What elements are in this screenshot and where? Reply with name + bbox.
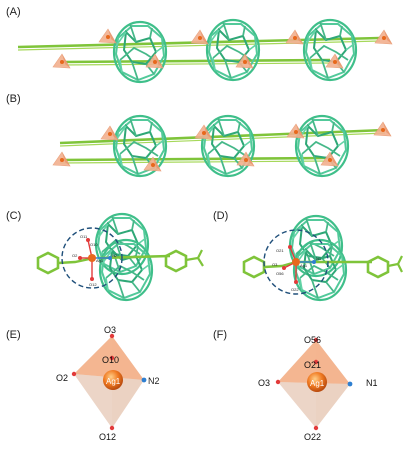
cage-cluster [205, 18, 261, 82]
atom-label-n1: N1 [366, 378, 378, 388]
panel-f-polyhedron: O56 O21 O3 N1 Ag1 O22 [258, 335, 378, 442]
atom-label-o21: O21 [276, 248, 284, 253]
panel-b-chain [52, 114, 392, 178]
atom-label-ag1: Ag1 [300, 263, 308, 268]
panel-c-coordination: O11 O10 O2 Ag1 N2 O12 [36, 212, 204, 302]
linker-chain-bottom [59, 58, 331, 66]
silver-atom [307, 372, 327, 392]
nitrogen-atom [347, 381, 353, 387]
ag-center-d [282, 245, 316, 284]
ag-center-c [78, 238, 112, 281]
panel-label-e: (E) [6, 329, 21, 341]
benzoate-ring-left [242, 255, 266, 279]
panel-label-d: (D) [213, 210, 229, 222]
cage-cluster [294, 114, 350, 178]
coordination-polyhedron [190, 29, 209, 45]
atom-label-ag1: Ag1 [96, 258, 104, 263]
coordination-polyhedron [98, 28, 117, 44]
cage-cluster [200, 114, 256, 178]
panel-label-f: (F) [213, 329, 228, 341]
atom-label-o2: O2 [56, 373, 68, 383]
atom-label-o3: O3 [258, 378, 270, 388]
panel-label-c: (C) [6, 210, 22, 222]
linker-chain-bottom [59, 156, 331, 164]
atom-label-o56: O56 [276, 271, 284, 276]
panel-label-a: (A) [6, 6, 21, 18]
benzoate-ring-right [164, 249, 188, 273]
oxygen-atom [109, 333, 115, 339]
panel-e-polyhedron: O3 O10 O2 N2 Ag1 O12 [56, 325, 160, 442]
panel-a-chain [17, 18, 393, 84]
oxygen-atom [313, 359, 319, 365]
atom-label-ag1: Ag1 [106, 377, 121, 386]
panel-d-coordination: O21 O3 Ag1 N1 O56 O22 [242, 214, 403, 302]
atom-label-o10: O10 [102, 355, 119, 365]
panel-label-b: (B) [6, 93, 21, 105]
atom-label-n2: N2 [112, 253, 118, 258]
oxygen-atom [313, 337, 319, 343]
oxygen-atom [313, 425, 319, 431]
atom-label-o3: O3 [104, 325, 116, 335]
atom-label-o12: O12 [89, 282, 97, 287]
cage-cluster [112, 20, 168, 84]
atom-label-o22: O22 [291, 287, 299, 292]
coordination-polyhedron [373, 121, 392, 137]
highlight-circle [61, 227, 123, 289]
oxygen-atom [275, 379, 281, 385]
atom-label-o11: O11 [80, 234, 88, 239]
atom-label-o21: O21 [304, 360, 321, 370]
atom-label-o56: O56 [304, 335, 321, 345]
atom-label-o3: O3 [272, 262, 278, 267]
benzoate-ring-left [36, 251, 60, 275]
atom-label-o12: O12 [99, 432, 116, 442]
cage-cluster [302, 18, 358, 82]
oxygen-atom [109, 425, 115, 431]
nitrogen-atom [141, 377, 147, 383]
highlight-circle [263, 229, 329, 295]
atom-label-n2: N2 [148, 376, 160, 386]
benzoate-ring-right [366, 255, 390, 279]
oxygen-atom [71, 371, 77, 377]
silver-atom [103, 370, 123, 390]
atom-label-o10: O10 [90, 242, 98, 247]
atom-label-o2: O2 [72, 253, 78, 258]
atom-label-n1: N1 [316, 256, 322, 261]
atom-label-ag1: Ag1 [310, 379, 325, 388]
atom-label-o22: O22 [304, 432, 321, 442]
oxygen-atom [109, 355, 115, 361]
coordination-polyhedron [285, 29, 304, 45]
